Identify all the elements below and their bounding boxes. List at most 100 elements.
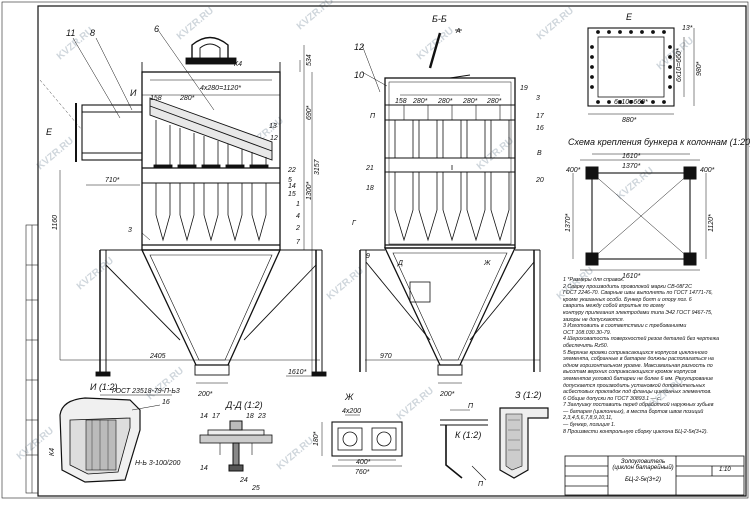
ref-bb-18: 18	[366, 185, 374, 192]
title-block: Золоуловитель (циклон батарейный) БЦ-2-5…	[565, 456, 744, 495]
bolt-hole	[607, 30, 611, 34]
bolt-hole	[629, 30, 633, 34]
dim-2405: 2405	[149, 353, 166, 360]
label-g: Г	[352, 220, 357, 227]
ref-22: 22	[287, 167, 296, 174]
bolt-hole	[590, 65, 594, 69]
bolt-hole	[662, 30, 666, 34]
cyclone-tube	[153, 120, 173, 242]
bolt-hole	[618, 100, 622, 104]
watermark-text: KVZR.RU	[35, 135, 76, 172]
detail-dd	[199, 420, 273, 472]
scheme-bunker	[572, 153, 707, 271]
label-i: И	[130, 88, 137, 98]
watermark-text: KVZR.RU	[175, 5, 216, 42]
dim-bb-158: 158	[395, 98, 407, 105]
note-line: зазоры не допускаются.	[563, 316, 625, 323]
label-e-arrow: E	[46, 127, 53, 137]
bolt-hole	[668, 55, 672, 59]
ref-dd-14a: 14	[200, 413, 208, 420]
bolt-hole	[668, 65, 672, 69]
bolt-hole	[596, 30, 600, 34]
ref-det-16: 16	[162, 399, 170, 406]
note-line: высотам верхних соприкасающихся кромок к…	[563, 369, 697, 376]
bolt-hole	[607, 100, 611, 104]
watermark-text: KVZR.RU	[415, 25, 456, 62]
watermark-text: KVZR.RU	[615, 165, 656, 202]
dim-bb-280-2: 280*	[437, 98, 453, 105]
note-line: — бункер, позиция 1.	[563, 422, 616, 429]
ref-dd-23: 23	[257, 413, 266, 420]
dim-bb-280-4: 280*	[486, 98, 502, 105]
cyclone-tube-bb	[490, 105, 510, 242]
detail-zh	[321, 414, 403, 467]
left-stamp-strip	[25, 224, 39, 494]
title-block-name: Золоуловитель (циклон батарейный)	[608, 459, 678, 471]
detail-z	[499, 407, 549, 479]
dim-i-k4: К4	[49, 448, 56, 456]
watermark-text: KVZR.RU	[475, 135, 516, 172]
note-line: 3 Изготовить в соответствии с требования…	[563, 323, 687, 330]
ref-13: 13	[269, 123, 277, 130]
dim-zh-2: 400*	[356, 459, 371, 466]
ref-bb-19: 19	[520, 85, 528, 92]
note-line: 5 Верхние кромки соприкасающихся корпусо…	[563, 349, 708, 356]
bolt-hole	[618, 30, 622, 34]
ref-8: 8	[90, 28, 95, 38]
label-a-top: А	[455, 28, 461, 35]
dim-534: 534	[306, 54, 313, 66]
note-line: обеспечить Rz50.	[563, 342, 609, 349]
note-line: — батарея (циклонных), в места бортов шв…	[563, 408, 704, 415]
ref-bb-3: 3	[536, 95, 540, 102]
bolt-hole	[629, 100, 633, 104]
dim-sch-1370: 1370*	[622, 163, 641, 170]
dim-bb-280-1: 280*	[412, 98, 428, 105]
bolt-hole	[590, 55, 594, 59]
scheme-labels: Схема крепления бункера к колоннам (1:20…	[565, 137, 750, 280]
dim-sch-1610-bot: 1610*	[622, 273, 641, 280]
dim-1610-main: 1610*	[288, 369, 307, 376]
detail-i	[59, 394, 172, 483]
title-scheme: Схема крепления бункера к колоннам (1:20…	[568, 137, 750, 147]
title-name-line1: Золоуловитель	[620, 459, 666, 465]
ref-1: 1	[296, 201, 300, 208]
ref-14: 14	[288, 183, 296, 190]
dim-e-h2: 980*	[696, 61, 703, 76]
note-line: ОСТ 108.030.30-79.	[563, 329, 612, 336]
dim-bb-280-3: 280*	[462, 98, 478, 105]
main-view-front	[39, 29, 327, 384]
ref-bb-12: 12	[354, 42, 364, 52]
dim-e-inner: 6x10=660*	[614, 99, 648, 106]
watermark-text: KVZR.RU	[395, 385, 436, 422]
dim-e-h: 6x10=660*	[676, 48, 683, 82]
gost2: Н-Ь 3-100/200	[135, 460, 181, 467]
dim-bb-200: 200*	[439, 391, 455, 398]
cyclone-tube	[249, 152, 269, 242]
dim-3157: 3157	[314, 158, 321, 175]
ref-bb-16: 16	[536, 125, 544, 132]
watermark-text: KVZR.RU	[145, 365, 186, 402]
note-line: 6 Общие допуски по ГОСТ 30893.1 — с.	[563, 395, 662, 402]
dim-sch-400-l: 400*	[566, 167, 581, 174]
bolt-hole	[668, 85, 672, 89]
bolt-hole	[651, 100, 655, 104]
main-view-labels: 11 8 6 13 12 22 5 14 15 1 4 2 3 7 E И 4x…	[46, 24, 321, 398]
bolt-hole	[662, 100, 666, 104]
dim-top: 4x280=1120*	[200, 85, 241, 92]
technical-notes: 1 *Размеры для справок.2 Сварку производ…	[563, 277, 743, 435]
label-ii-k2: П	[478, 481, 484, 488]
detail-k-labels: К (1:2) П П	[455, 403, 484, 488]
dim-zh-1: 4x200	[342, 408, 361, 415]
dim-200-main: 200*	[197, 391, 213, 398]
title-z: З (1:2)	[515, 390, 542, 400]
bolt-hole	[651, 30, 655, 34]
bolt-hole	[668, 75, 672, 79]
note-line: элементов угловой батареи не более 6 мм.…	[563, 375, 714, 382]
ref-bb-17: 17	[536, 113, 545, 120]
watermark-text: KVZR.RU	[535, 5, 576, 42]
note-line: элемента, собранные в батарее должны рас…	[563, 356, 714, 363]
ref-2: 2	[295, 225, 300, 232]
watermark-text: KVZR.RU	[295, 0, 336, 32]
ref-dd-18: 18	[246, 413, 254, 420]
detail-dd-labels: Д-Д (1:2) 14 17 18 23 24 25 14	[200, 400, 266, 492]
